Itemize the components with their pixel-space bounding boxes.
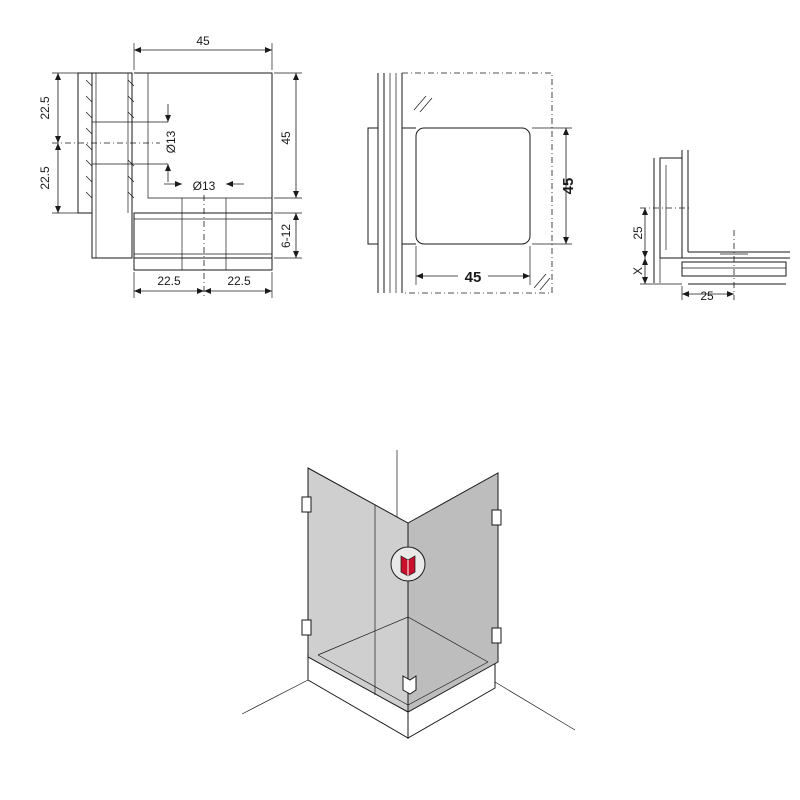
dim-upper-half: 22.5 bbox=[38, 96, 52, 120]
floor-line-left bbox=[241, 679, 309, 715]
clip-left-bottom bbox=[301, 619, 312, 636]
hinge-square bbox=[415, 127, 531, 245]
front-view: 45 22.5 22.5 Ø13 Ø13 45 6-12 22.5 22.5 bbox=[38, 34, 302, 298]
lower-plate-base bbox=[133, 257, 273, 271]
clip-left-top bbox=[301, 496, 312, 513]
wall-plate bbox=[367, 127, 379, 245]
dim-offset-horizontal: 25 bbox=[700, 289, 714, 303]
glass-panel-right bbox=[407, 472, 499, 713]
dim-hole-vertical: Ø13 bbox=[164, 130, 178, 153]
plate-hatch bbox=[85, 79, 135, 199]
wall-plate-body bbox=[91, 72, 133, 259]
dim-width: 45 bbox=[465, 269, 482, 286]
clip-right-bottom bbox=[491, 627, 502, 644]
dim-glass-thickness: 6-12 bbox=[279, 224, 293, 248]
dim-offset-vertical: 25 bbox=[631, 226, 645, 240]
side-view: 25 X 25 bbox=[631, 150, 790, 303]
clip-right-top bbox=[491, 509, 502, 526]
middle-view: 45 45 bbox=[367, 72, 577, 294]
dim-height: 45 bbox=[560, 178, 577, 195]
floor-line-right bbox=[494, 681, 576, 731]
lower-plate bbox=[133, 212, 273, 259]
dim-bottom-left: 22.5 bbox=[157, 274, 181, 288]
dim-lower-half: 22.5 bbox=[38, 166, 52, 190]
dim-width-top: 45 bbox=[196, 34, 210, 48]
glass-panel-outline bbox=[402, 72, 553, 294]
dim-x: X bbox=[631, 267, 645, 275]
clip-corner-bottom bbox=[402, 675, 417, 695]
dim-height-right: 45 bbox=[279, 131, 293, 145]
dim-hole-horizontal: Ø13 bbox=[193, 179, 216, 193]
dim-bottom-right: 22.5 bbox=[227, 274, 251, 288]
shower-enclosure-illustration bbox=[241, 450, 576, 739]
